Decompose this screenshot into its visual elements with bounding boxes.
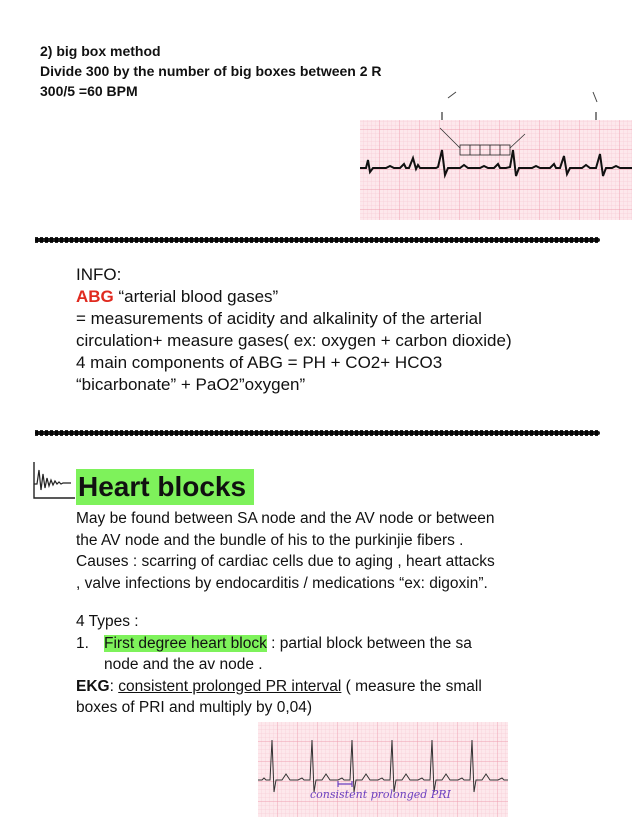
ekg-rest: ( measure the small [341,677,482,695]
abg-term: ABG [76,287,114,306]
abg-expansion: “arterial blood gases” [113,287,279,306]
info-section: INFO: ABG “arterial blood gases” = measu… [76,264,576,396]
ekg-continuation: boxes of PRI and multiply by 0,04) [76,699,313,716]
big-box-method-section: 2) big box method Divide 300 by the numb… [40,41,382,101]
info-line2: = measurements of acidity and alkalinity… [76,309,482,328]
section-divider [35,430,600,436]
info-line5: “bicarbonate” + PaO2”oxygen” [76,375,306,394]
info-line3: circulation+ measure gases( ex: oxygen +… [76,331,512,350]
info-line4: 4 main components of ABG = PH + CO2+ HCO… [76,353,443,372]
ecg-strip-big-boxes [360,91,632,220]
first-degree-highlight: First degree heart block [104,634,267,652]
desc-line3: Causes : scarring of cardiac cells due t… [76,553,495,570]
list-item-text: First degree heart block : partial block… [104,633,472,655]
types-section: 4 Types : 1. First degree heart block : … [76,611,576,719]
desc-line1: May be found between SA node and the AV … [76,510,495,527]
section-divider [35,237,600,243]
info-heading: INFO: [76,265,122,284]
method-title: 2) big box method [40,43,161,59]
heart-blocks-description: May be found between SA node and the AV … [76,508,576,594]
method-line1: Divide 300 by the number of big boxes be… [40,63,382,79]
desc-line4: , valve infections by endocarditis / med… [76,574,488,592]
item1-rest: : partial block between the sa [266,634,472,652]
pulse-waveform-icon [33,462,75,499]
item1-continuation: node and the av node . [104,656,263,673]
ekg-colon: : [109,677,119,695]
ekg-line: EKG: consistent prolonged PR interval ( … [76,676,576,698]
ekg-label: EKG [76,677,110,695]
ekg-underlined: consistent prolonged PR interval [118,677,342,695]
types-heading: 4 Types : [76,613,139,630]
abg-line: ABG “arterial blood gases” [76,286,576,308]
list-item-first-degree: 1. First degree heart block : partial bl… [76,633,576,655]
method-line2: 300/5 =60 BPM [40,83,138,99]
ecg-strip-prolonged-pr: consistent prolonged PRI [258,722,508,817]
heart-blocks-title: Heart blocks [76,469,255,505]
list-number: 1. [76,634,89,652]
desc-line2: the AV node and the bundle of his to the… [76,531,464,549]
strip-caption: consistent prolonged PRI [310,788,452,801]
